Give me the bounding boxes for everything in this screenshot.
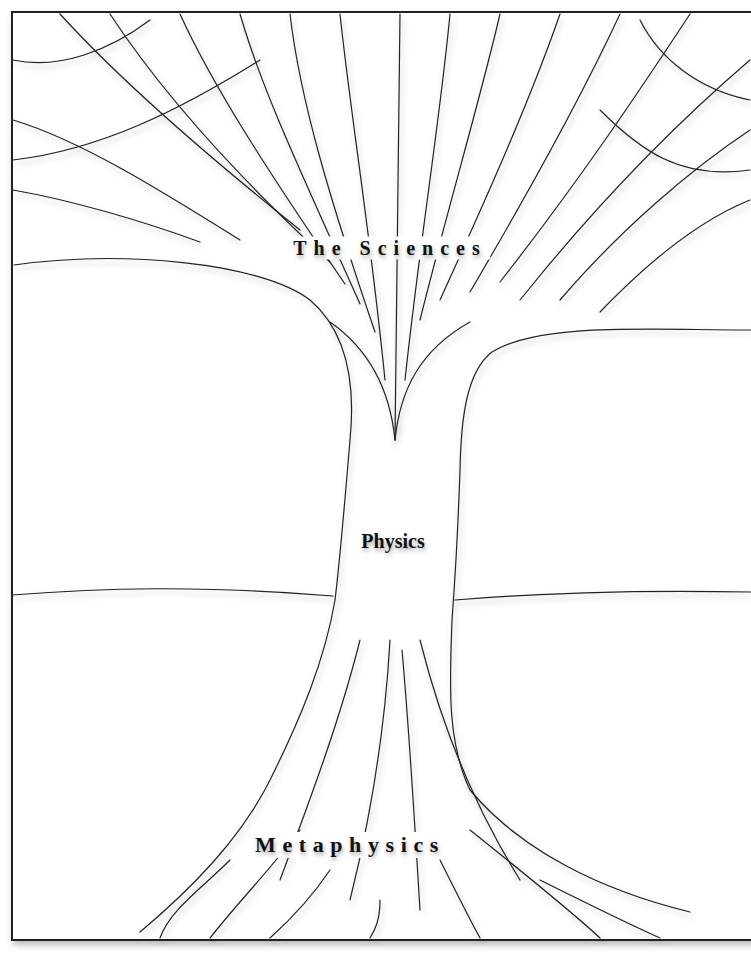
root (370, 900, 380, 938)
root (402, 650, 420, 910)
trunk-outline (450, 329, 751, 912)
tree-lines (12, 14, 751, 938)
branch (600, 110, 750, 172)
root (540, 880, 660, 938)
branch (290, 14, 375, 332)
branch (395, 322, 470, 440)
branch (340, 14, 385, 380)
branch (13, 20, 150, 63)
branch (405, 14, 450, 380)
trunk-outline (14, 259, 352, 932)
tree-label: Physics (357, 530, 428, 553)
root (160, 860, 230, 938)
branch (13, 60, 260, 160)
horizon (455, 591, 751, 600)
branch (395, 14, 400, 440)
branch (470, 14, 620, 292)
branch (560, 130, 750, 300)
branch (13, 190, 200, 242)
tree-label: The Sciences (289, 237, 490, 260)
horizon (12, 589, 333, 596)
frame (12, 12, 751, 940)
root (470, 830, 600, 938)
branch (110, 14, 330, 262)
root (440, 860, 480, 938)
branch (60, 14, 300, 230)
branch (330, 322, 395, 440)
branch (520, 60, 750, 300)
tree-label: Metaphysics (251, 832, 449, 858)
root (270, 870, 330, 938)
branch (240, 14, 360, 304)
branch (13, 120, 240, 240)
branch (640, 20, 750, 100)
branch (600, 200, 750, 312)
branch (420, 14, 500, 320)
root (350, 640, 390, 900)
branch (500, 14, 690, 282)
